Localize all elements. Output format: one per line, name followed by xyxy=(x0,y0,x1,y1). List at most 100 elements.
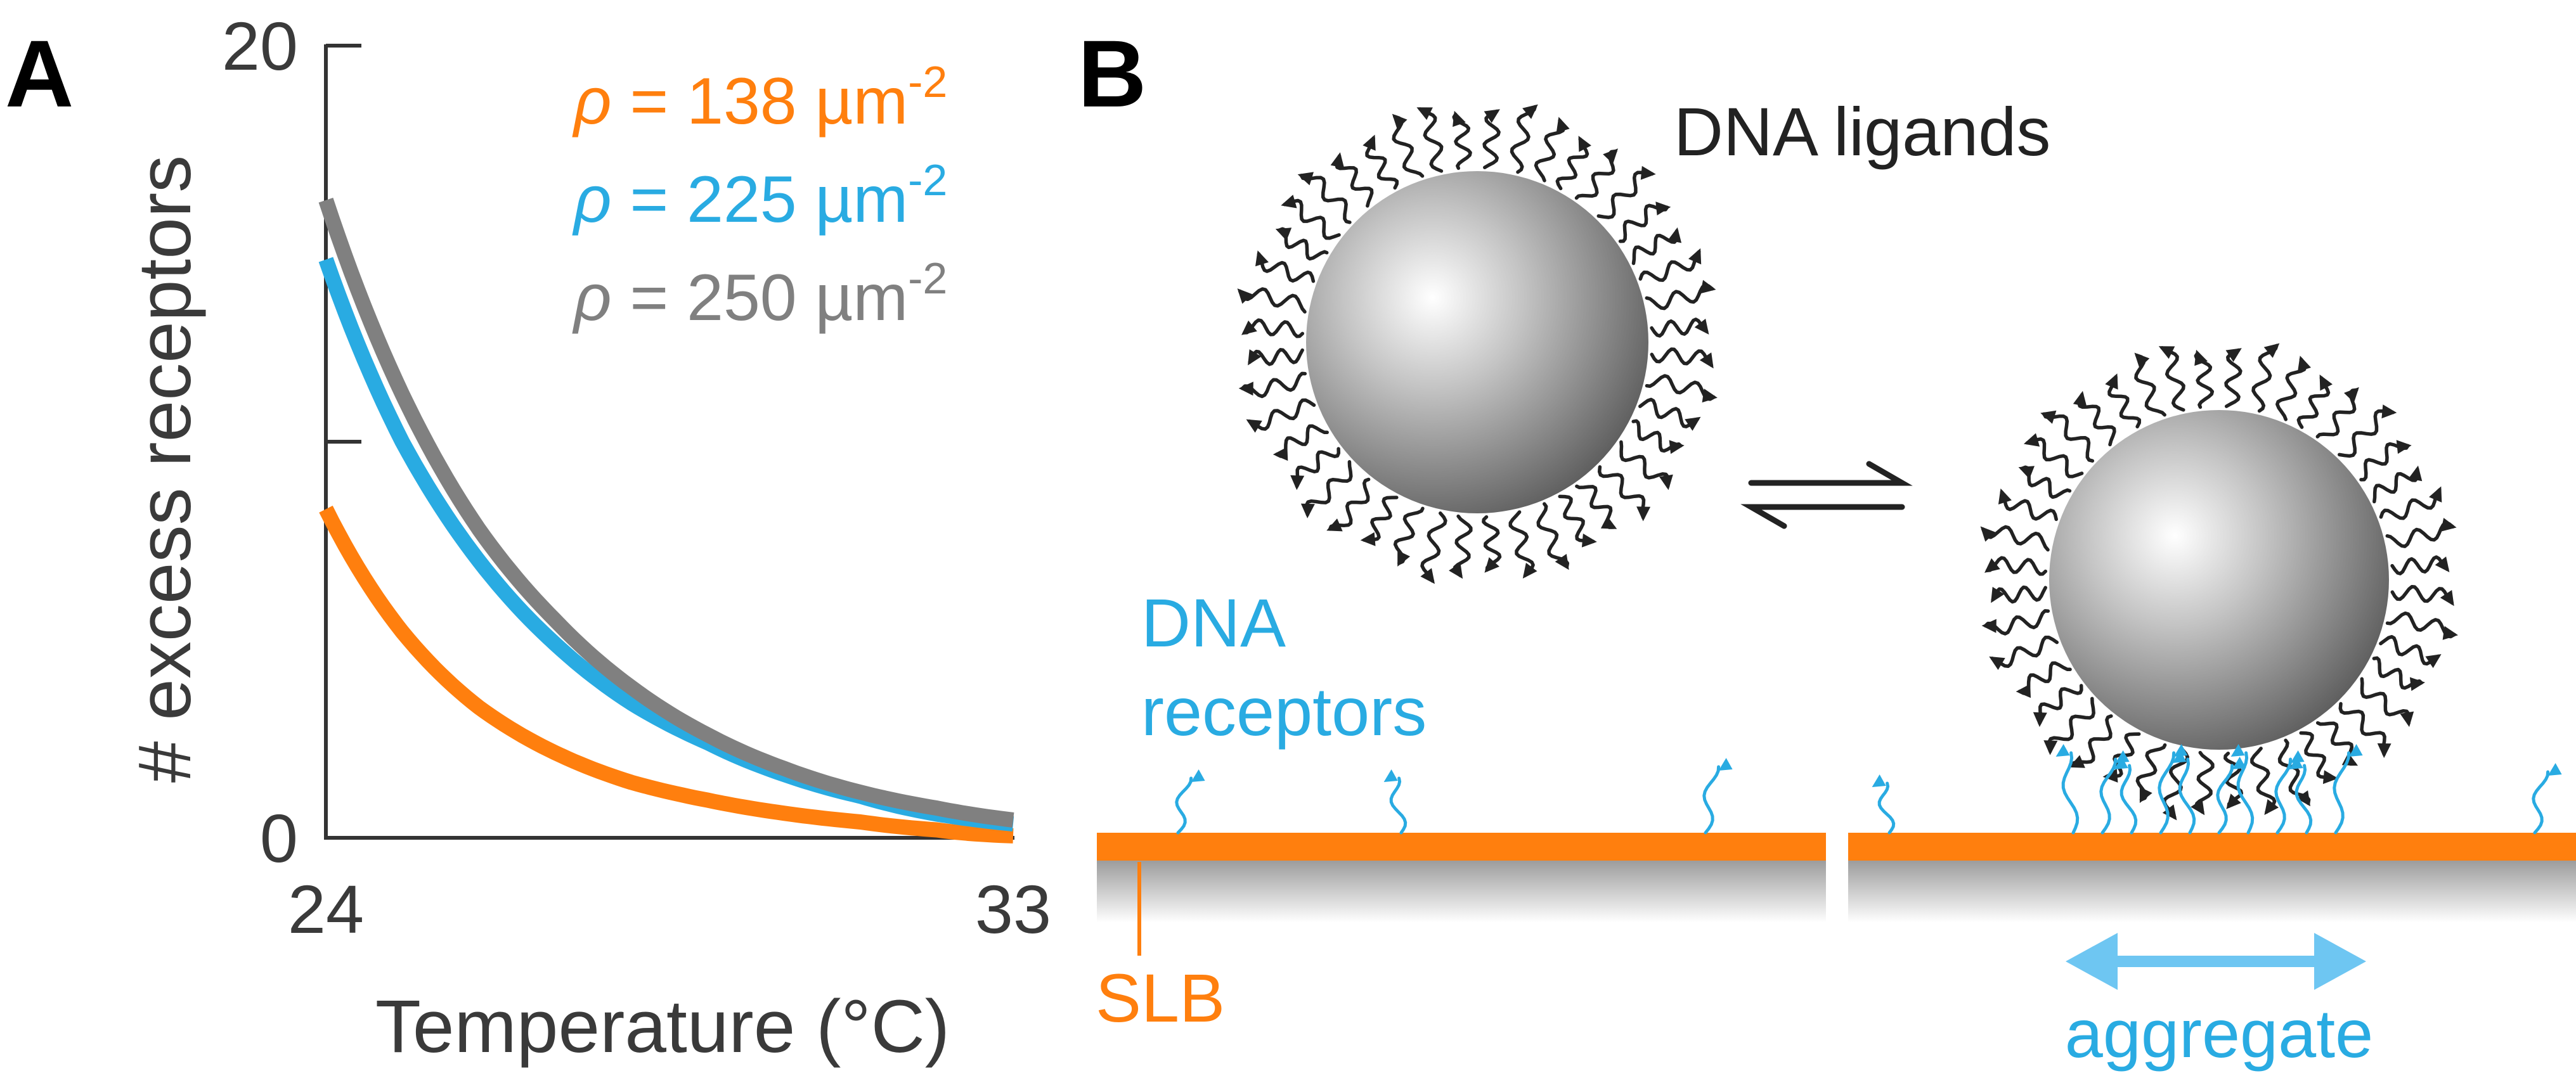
ligand-arrowhead xyxy=(1655,202,1671,215)
dna-ligand xyxy=(1242,318,1305,338)
ligand-arrowhead xyxy=(1989,656,2005,671)
dna-ligand xyxy=(2385,521,2455,548)
receptor-arrowhead xyxy=(2547,763,2562,776)
x-axis-label: Temperature (°C) xyxy=(375,985,950,1068)
dna-ligand xyxy=(2275,357,2307,421)
dna-receptor xyxy=(2158,751,2176,835)
ligand-arrowhead xyxy=(2440,518,2457,532)
dna-receptor xyxy=(2532,770,2550,835)
ligand-arrowhead xyxy=(1326,518,1343,532)
dna-ligand xyxy=(1558,494,1595,544)
ligand-arrowhead xyxy=(2134,352,2150,368)
dna-receptor xyxy=(2333,751,2351,835)
receptor-arrowhead xyxy=(2115,750,2130,763)
dna-ligand xyxy=(2390,585,2454,605)
dna-receptor xyxy=(2294,764,2313,835)
dna-receptor xyxy=(1175,776,1193,835)
dna-ligand xyxy=(1650,347,1714,368)
series-line xyxy=(319,505,1014,844)
ligand-arrowhead xyxy=(1659,474,1673,491)
ligand-arrowhead xyxy=(1290,475,1305,491)
ligand-arrowhead xyxy=(1362,134,1376,151)
x-tick-label: 33 xyxy=(975,871,1051,947)
dna-ligand xyxy=(2372,467,2419,504)
dna-ligand xyxy=(1638,397,1700,428)
dna-ligand xyxy=(1335,154,1374,208)
ligand-arrowhead xyxy=(1991,587,2005,603)
dna-receptors-label: DNA receptors xyxy=(1141,584,1427,750)
ligand-arrowhead xyxy=(1603,148,1618,164)
supported-lipid-bilayer-left xyxy=(1097,833,1826,861)
dna-ligand xyxy=(2160,346,2185,412)
dna-ligand xyxy=(1618,203,1669,243)
ligand-arrowhead xyxy=(2429,486,2442,503)
ligand-arrowhead xyxy=(1700,279,1716,294)
dna-ligand xyxy=(1482,515,1502,572)
dna-ligand xyxy=(1981,525,2050,552)
ligand-arrowhead xyxy=(1272,447,1288,461)
dna-receptors-label-line2: receptors xyxy=(1141,673,1427,750)
dna-ligand xyxy=(1597,465,1646,520)
receptor-arrowhead xyxy=(1191,769,1205,782)
dna-receptor xyxy=(2178,757,2196,835)
dna-ligand xyxy=(1304,460,1353,517)
aggregate-arrow xyxy=(2066,933,2366,990)
ligand-arrowhead xyxy=(1330,152,1345,168)
dna-ligand-corona xyxy=(1237,104,1718,584)
ligand-arrowhead xyxy=(1416,107,1433,120)
dna-receptor xyxy=(2216,764,2234,835)
dna-ligand xyxy=(2390,555,2449,575)
ligand-arrowhead xyxy=(2377,743,2392,759)
ligand-arrowhead xyxy=(2440,590,2454,606)
receptor-arrowhead xyxy=(2172,750,2187,763)
ligand-arrowhead xyxy=(1237,288,1253,304)
ligand-arrowhead xyxy=(2105,373,2118,390)
dna-ligand xyxy=(1247,398,1316,431)
dna-ligand xyxy=(2025,437,2084,478)
dna-ligand xyxy=(2251,343,2279,413)
receptor-arrowhead xyxy=(2230,744,2245,757)
sphere xyxy=(2049,410,2389,750)
dna-receptor xyxy=(1702,765,1721,835)
dna-ligand xyxy=(2360,677,2411,725)
supported-lipid-bilayer-right xyxy=(1848,833,2576,861)
ligand-arrowhead xyxy=(1669,440,1685,454)
receptor-arrowhead xyxy=(2290,750,2305,763)
ligand-arrowhead xyxy=(2043,740,2058,755)
dna-ligand xyxy=(1248,348,1304,366)
ligand-arrowhead xyxy=(1581,533,1597,548)
ligand-arrowhead xyxy=(1484,109,1500,123)
dna-ligand xyxy=(1631,229,1679,266)
dna-ligand xyxy=(1638,250,1701,282)
dna-ligand xyxy=(1596,170,1654,219)
dna-receptor xyxy=(2236,751,2255,835)
dna-ligand xyxy=(1645,374,1716,401)
dna-ligand xyxy=(1985,556,2048,576)
dna-ligand xyxy=(1990,635,2059,669)
dna-ligand xyxy=(1991,585,2047,604)
dna-ligand xyxy=(2224,348,2243,408)
chart-legend: ρ = 138 µm-2ρ = 225 µm-2ρ = 250 µm-2 xyxy=(572,57,947,335)
ligand-arrowhead xyxy=(2264,799,2279,815)
ligand-arrowhead xyxy=(1453,110,1466,127)
ligand-arrowhead xyxy=(2409,677,2425,691)
dna-ligand xyxy=(2359,442,2410,482)
receptor-arrowhead xyxy=(2055,744,2070,757)
ligand-arrowhead xyxy=(1556,117,1570,133)
receptor-arrowhead xyxy=(1872,774,1886,787)
ligand-arrowhead xyxy=(1980,526,1996,542)
dna-ligand xyxy=(1631,419,1683,453)
dna-receptor xyxy=(2274,757,2293,835)
dna-receptors-label-line1: DNA xyxy=(1141,584,1286,661)
dna-ligand xyxy=(2338,702,2386,756)
series-line xyxy=(318,197,1014,828)
y-tick-label: 20 xyxy=(222,8,298,84)
dna-ligand xyxy=(1257,252,1316,283)
dna-ligand xyxy=(1420,511,1447,583)
ligand-arrowhead xyxy=(1984,558,2000,573)
ligand-arrowhead xyxy=(1694,318,1709,335)
ligand-arrowhead xyxy=(2191,799,2205,816)
ligand-arrowhead xyxy=(2296,790,2310,807)
ligand-arrowhead xyxy=(1578,136,1591,152)
